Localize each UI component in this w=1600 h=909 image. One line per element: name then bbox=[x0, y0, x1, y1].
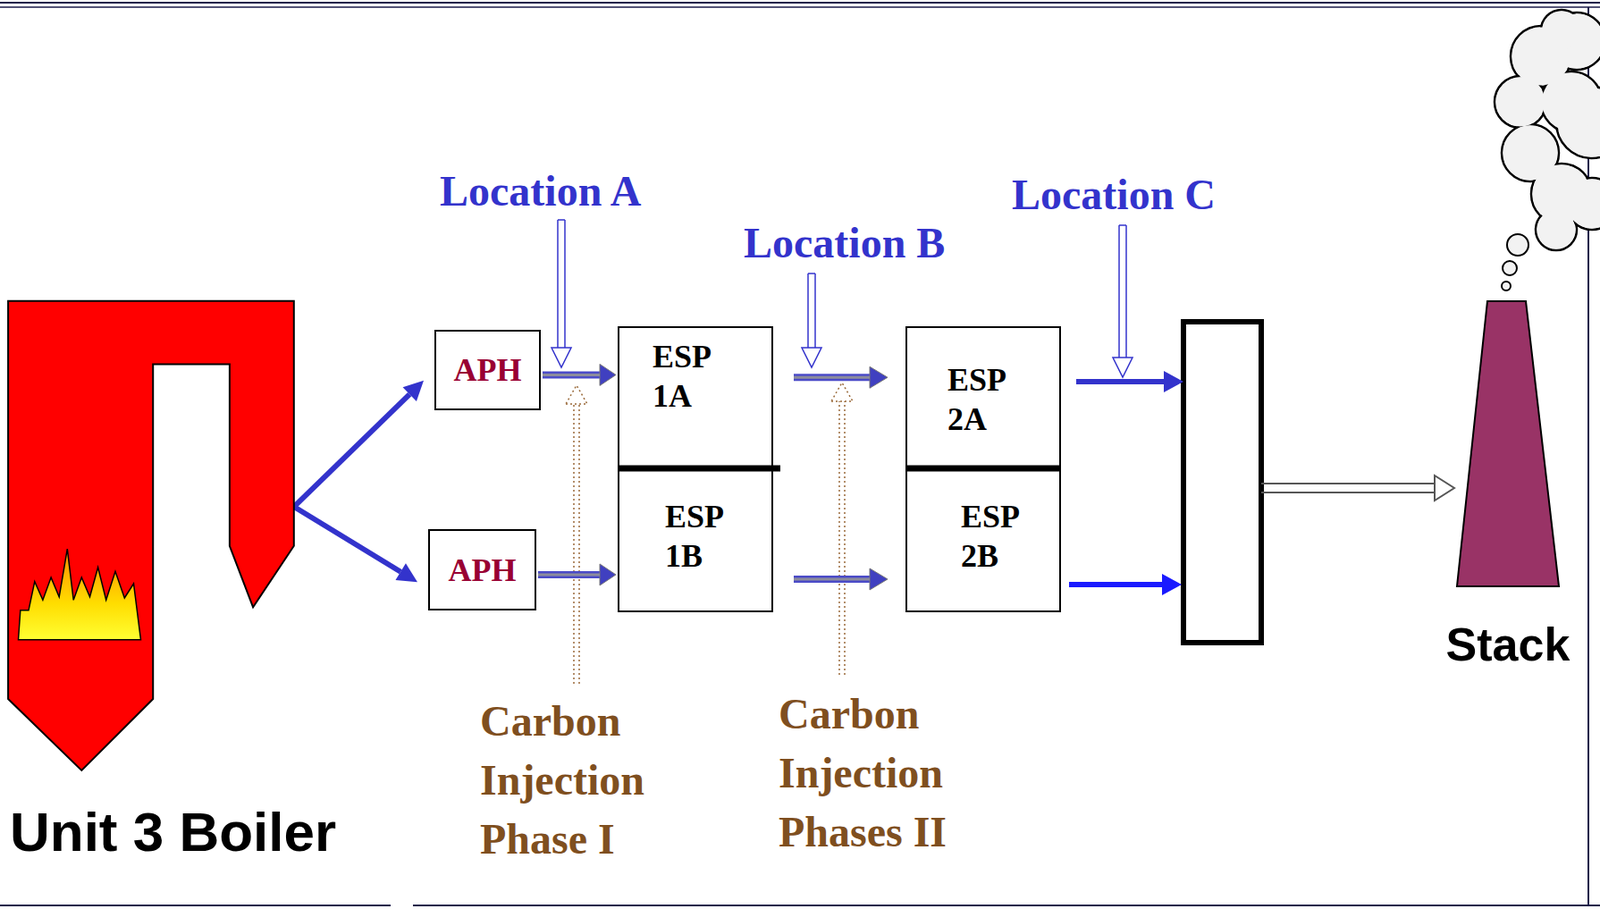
flow-arrow-core bbox=[793, 577, 870, 581]
smoke-cloud-fill bbox=[1496, 11, 1600, 250]
smoke-cloud bbox=[1494, 9, 1600, 251]
arrow-line bbox=[838, 401, 841, 675]
flow-arrow bbox=[294, 394, 410, 507]
arrow-line bbox=[556, 219, 559, 348]
smoke-bubble bbox=[1502, 261, 1517, 276]
stack-arrow bbox=[1261, 475, 1455, 501]
flow-arrow bbox=[793, 575, 870, 583]
arrow-line bbox=[557, 218, 565, 221]
arrow-head bbox=[1163, 370, 1184, 393]
flow-arrow-core bbox=[793, 376, 870, 379]
location-arrow bbox=[1112, 225, 1133, 378]
flow-arrow bbox=[793, 373, 870, 381]
arrow-line bbox=[564, 219, 566, 348]
cloud-puff bbox=[1542, 11, 1582, 51]
flow-arrow bbox=[542, 370, 600, 379]
boiler-body bbox=[8, 301, 295, 771]
arrow-line bbox=[1261, 491, 1435, 494]
location-arrow bbox=[801, 273, 822, 368]
arrow-line bbox=[843, 401, 846, 675]
arrow-line bbox=[572, 404, 575, 684]
frame-line bbox=[0, 1, 1600, 4]
flow-connector-group bbox=[294, 394, 410, 507]
node-label: ESP 1A bbox=[652, 336, 710, 416]
flow-arrow-core bbox=[538, 572, 600, 576]
flame bbox=[18, 548, 142, 640]
location-label: Location C bbox=[1011, 169, 1216, 220]
frame-line bbox=[412, 904, 1600, 907]
injection-label: Carbon Injection Phase I bbox=[480, 691, 664, 869]
flow-connector-group bbox=[793, 578, 870, 580]
air-preheater: APH bbox=[428, 529, 537, 611]
node-label: APH bbox=[454, 351, 523, 389]
flow-connector-group bbox=[542, 374, 600, 376]
collector-box bbox=[1183, 321, 1262, 643]
frame-line bbox=[0, 904, 391, 907]
smoke-bubble bbox=[1501, 281, 1511, 291]
node-label: ESP 2A bbox=[947, 360, 1005, 439]
arrow-head bbox=[565, 385, 588, 405]
cloud-puff bbox=[1537, 210, 1576, 250]
cloud-puff bbox=[1567, 179, 1600, 229]
esp-section: ESP 2A bbox=[905, 326, 1062, 469]
arrow-head bbox=[801, 347, 822, 368]
smoke-bubble bbox=[1507, 234, 1529, 256]
arrow-line bbox=[1118, 225, 1120, 358]
injection-label: Carbon Injection Phases II bbox=[778, 684, 962, 862]
cloud-puff bbox=[1542, 73, 1600, 132]
arrow-head bbox=[551, 347, 572, 368]
arrow-head bbox=[831, 382, 853, 402]
flow-connector-group bbox=[294, 506, 401, 573]
arrow-line bbox=[808, 272, 816, 275]
flow-connector-group bbox=[793, 377, 870, 379]
stack: Stack bbox=[1456, 301, 1559, 587]
arrow-head bbox=[1434, 475, 1455, 501]
boiler-shape bbox=[8, 301, 295, 771]
location-arrow bbox=[551, 219, 572, 368]
flow-arrow bbox=[1069, 581, 1163, 588]
esp-section: ESP 1B bbox=[617, 468, 774, 613]
flow-arrow-core bbox=[542, 373, 600, 377]
node-label: Unit 3 Boiler bbox=[9, 800, 337, 865]
esp-section: ESP 1A bbox=[617, 326, 774, 469]
arrow-line bbox=[807, 273, 809, 348]
frame-line bbox=[0, 6, 1600, 9]
injection-arrow bbox=[831, 382, 853, 675]
arrow-line bbox=[814, 273, 817, 348]
arrow-line bbox=[1125, 225, 1128, 358]
stack-shape bbox=[1456, 301, 1559, 587]
node-label: ESP 1B bbox=[665, 496, 723, 576]
esp-section: ESP 2B bbox=[905, 468, 1062, 613]
location-label: Location B bbox=[743, 218, 945, 269]
node-label: APH bbox=[448, 551, 517, 590]
cloud-puff bbox=[1496, 77, 1546, 127]
arrow-line bbox=[1119, 224, 1127, 227]
node-label: Stack bbox=[1446, 617, 1571, 672]
location-label: Location A bbox=[439, 166, 641, 217]
air-preheater: APH bbox=[434, 329, 541, 411]
arrow-line bbox=[578, 404, 581, 684]
injection-arrow bbox=[565, 385, 588, 684]
boiler: Unit 3 Boiler bbox=[8, 301, 295, 771]
stack-body bbox=[1456, 301, 1559, 587]
node-label: ESP 2B bbox=[960, 496, 1019, 576]
flow-arrow bbox=[294, 506, 401, 573]
arrow-line bbox=[1261, 482, 1435, 485]
arrow-head bbox=[1112, 357, 1133, 378]
flow-arrow bbox=[1076, 378, 1164, 385]
flow-connector-group bbox=[538, 573, 600, 575]
flow-arrow bbox=[538, 571, 600, 579]
arrow-head bbox=[1162, 573, 1182, 596]
